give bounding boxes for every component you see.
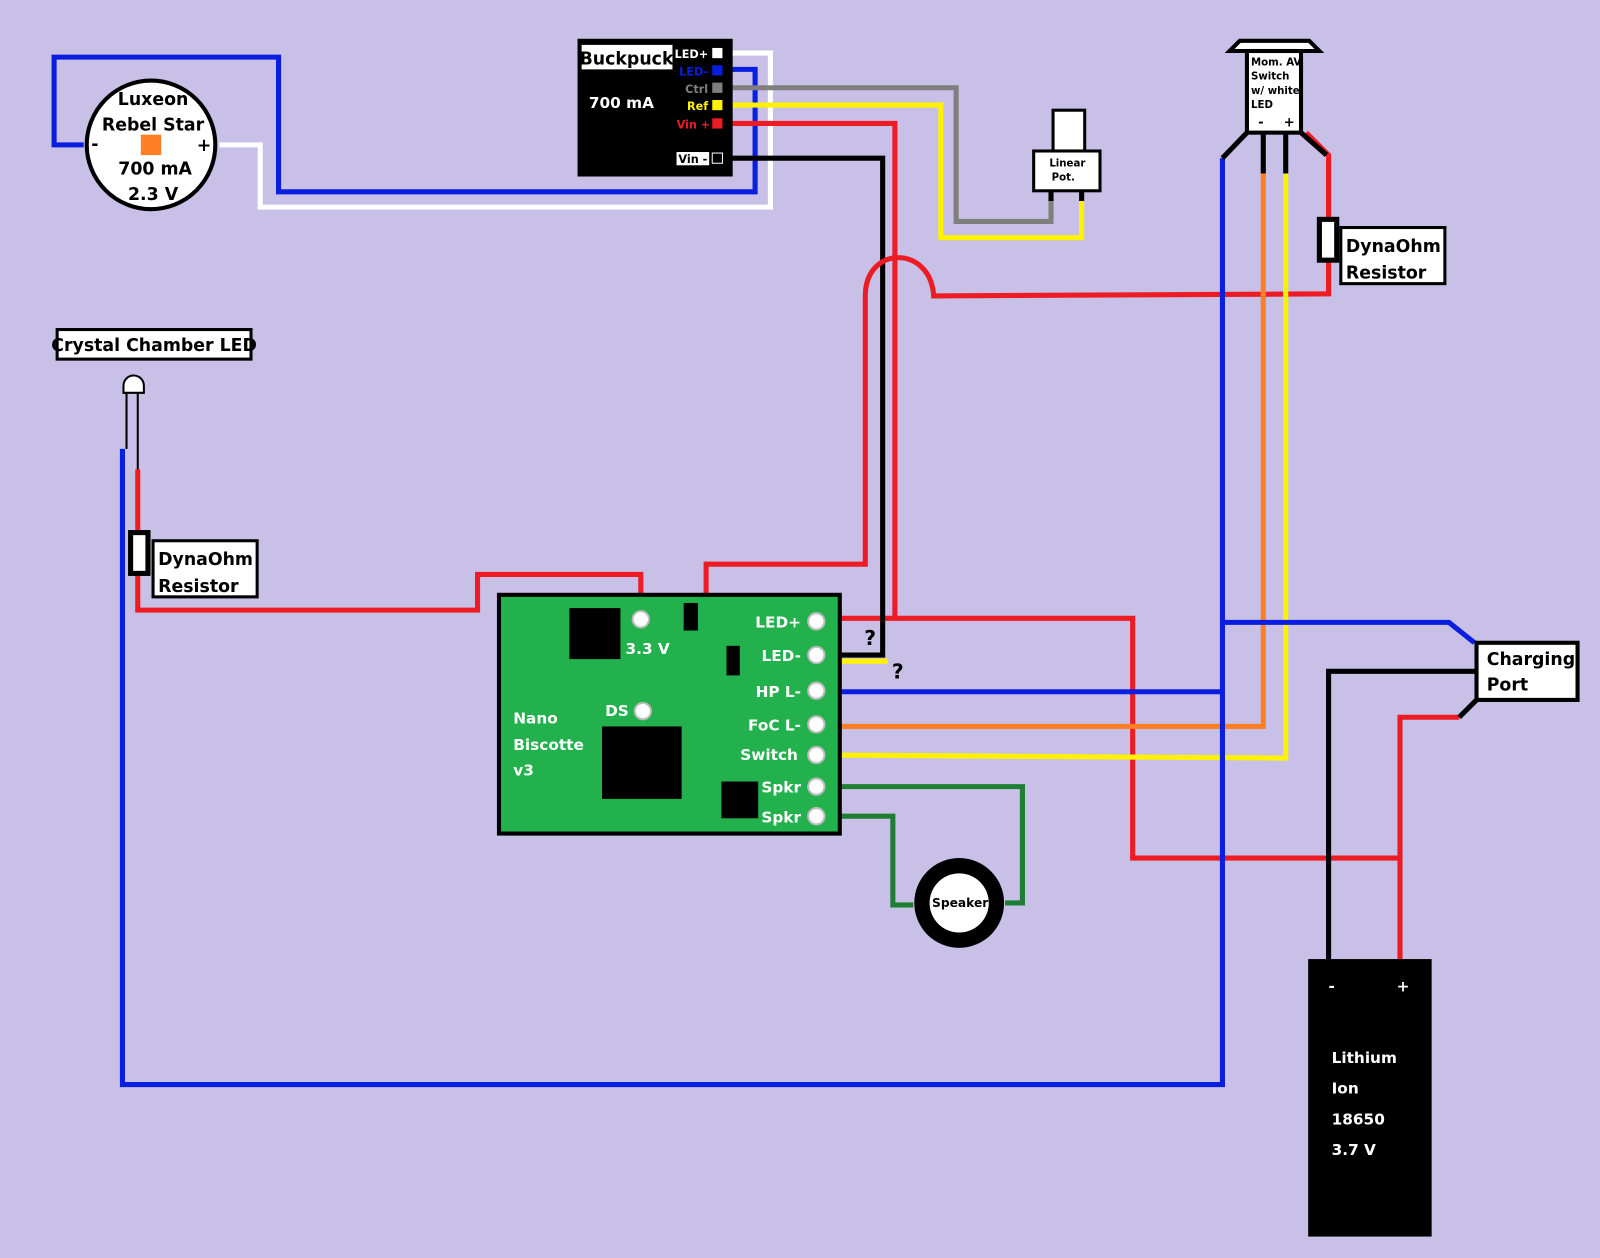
- pot-label-1: Linear: [1049, 158, 1085, 169]
- resistor-right-label-2: Resistor: [1346, 264, 1427, 284]
- wire-spkr2-green: [816, 813, 914, 908]
- luxeon-led: Luxeon Rebel Star 700 mA 2.3 V - +: [84, 78, 218, 212]
- wire-foc-orange: [816, 173, 1266, 729]
- pin-label-led-plus: LED+: [755, 613, 801, 631]
- wire-vin-minus-black: [730, 155, 886, 658]
- question-mark-1: ?: [864, 626, 876, 650]
- question-mark-2: ?: [892, 659, 904, 683]
- battery-label-4: 3.7 V: [1332, 1141, 1376, 1159]
- pin-label-led-minus: LED-: [761, 647, 801, 665]
- pad-3v3-label: 3.3 V: [626, 640, 670, 658]
- resistor-right-label-1: DynaOhm: [1346, 237, 1441, 257]
- battery-plus: +: [1397, 978, 1410, 996]
- buckpuck-title: Buckpuck: [580, 49, 674, 69]
- switch-label-4: LED: [1251, 100, 1273, 111]
- luxeon-current: 700 mA: [118, 159, 192, 179]
- switch-label-3: w/ white: [1251, 86, 1300, 97]
- charging-label-2: Port: [1487, 676, 1528, 696]
- wire-charge-blue: [1222, 619, 1477, 645]
- buckpuck-current: 700 mA: [589, 94, 654, 112]
- pin-label-spkr-2: Spkr: [761, 808, 801, 826]
- pin-vin-minus: Vin -: [678, 153, 707, 166]
- switch-label-1: Mom. AV: [1251, 57, 1301, 68]
- crystal-chamber-led: Crystal Chamber LED: [51, 328, 257, 470]
- pin-ref: Ref: [687, 100, 708, 113]
- pin-label-hp: HP L-: [756, 683, 801, 701]
- board-name-2: Biscotte: [513, 736, 584, 754]
- momentary-switch: Mom. AV Switch w/ white LED - +: [1220, 38, 1329, 174]
- linear-pot: Linear Pot.: [1032, 108, 1102, 201]
- battery-18650: - + Lithium Ion 18650 3.7 V: [1308, 959, 1432, 1237]
- battery-label-2: Ion: [1332, 1080, 1359, 1098]
- pin-label-spkr-1: Spkr: [761, 779, 801, 797]
- pin-vin-plus: Vin +: [677, 119, 711, 132]
- led-bulb-icon: [122, 374, 145, 394]
- pin-led-minus: LED-: [679, 66, 708, 79]
- board-name-1: Nano: [513, 709, 558, 727]
- wire-3v3-red: [135, 571, 644, 618]
- switch-label-2: Switch: [1251, 72, 1289, 83]
- battery-minus: -: [1328, 978, 1334, 996]
- luxeon-model: Rebel Star: [102, 116, 205, 136]
- crystal-led-label: Crystal Chamber LED: [51, 336, 257, 356]
- pin-label-switch: Switch: [740, 746, 798, 764]
- wire-ref-yellow: [730, 102, 1085, 241]
- led-die: [140, 134, 162, 156]
- switch-plus: +: [1284, 116, 1295, 131]
- pin-led-plus: LED+: [675, 48, 709, 61]
- resistor-left-label-1: DynaOhm: [158, 550, 253, 570]
- pot-label-2: Pot.: [1052, 173, 1075, 184]
- battery-label-1: Lithium: [1332, 1049, 1397, 1067]
- wire-battery-plus-red: [894, 615, 1400, 861]
- wire-ds-switch-red: [642, 130, 1332, 714]
- buckpuck: Buckpuck 700 mA LED+ LED- Ctrl Ref Vin +…: [577, 38, 733, 177]
- wire-ctrl-gray: [730, 85, 1054, 224]
- luxeon-minus: -: [91, 135, 98, 155]
- luxeon-voltage: 2.3 V: [128, 185, 179, 205]
- switch-minus: -: [1258, 116, 1264, 131]
- dynaohm-resistor-left: DynaOhm Resistor: [128, 530, 259, 599]
- pin-label-foc: FoC L-: [748, 717, 801, 735]
- speaker: Speaker: [914, 858, 1005, 948]
- pin-ctrl: Ctrl: [685, 83, 708, 96]
- pad-ds-label: DS: [605, 702, 629, 720]
- board-name-3: v3: [513, 761, 534, 779]
- wire-battery-minus-black: [1326, 668, 1475, 960]
- charge-leg: [1457, 698, 1479, 720]
- dynaohm-resistor-right: DynaOhm Resistor: [1316, 216, 1447, 286]
- charging-label-1: Charging: [1487, 650, 1575, 670]
- nano-biscotte-board: Nano Biscotte v3 3.3 V DS LED+ LED- HP L…: [496, 592, 842, 836]
- wire-vin-plus-red: [730, 120, 898, 621]
- wire-charge-plus-red: [1397, 714, 1460, 960]
- battery-label-3: 18650: [1332, 1110, 1385, 1128]
- wire-switch-yellow: [816, 173, 1289, 761]
- resistor-left-label-2: Resistor: [158, 577, 239, 597]
- charging-port: Charging Port: [1474, 640, 1580, 702]
- luxeon-name: Luxeon: [118, 90, 189, 110]
- wire-luxeon-plus-white: [219, 50, 773, 210]
- speaker-label: Speaker: [932, 896, 988, 910]
- wire-spkr1-green: [816, 784, 1025, 906]
- luxeon-plus: +: [197, 136, 212, 156]
